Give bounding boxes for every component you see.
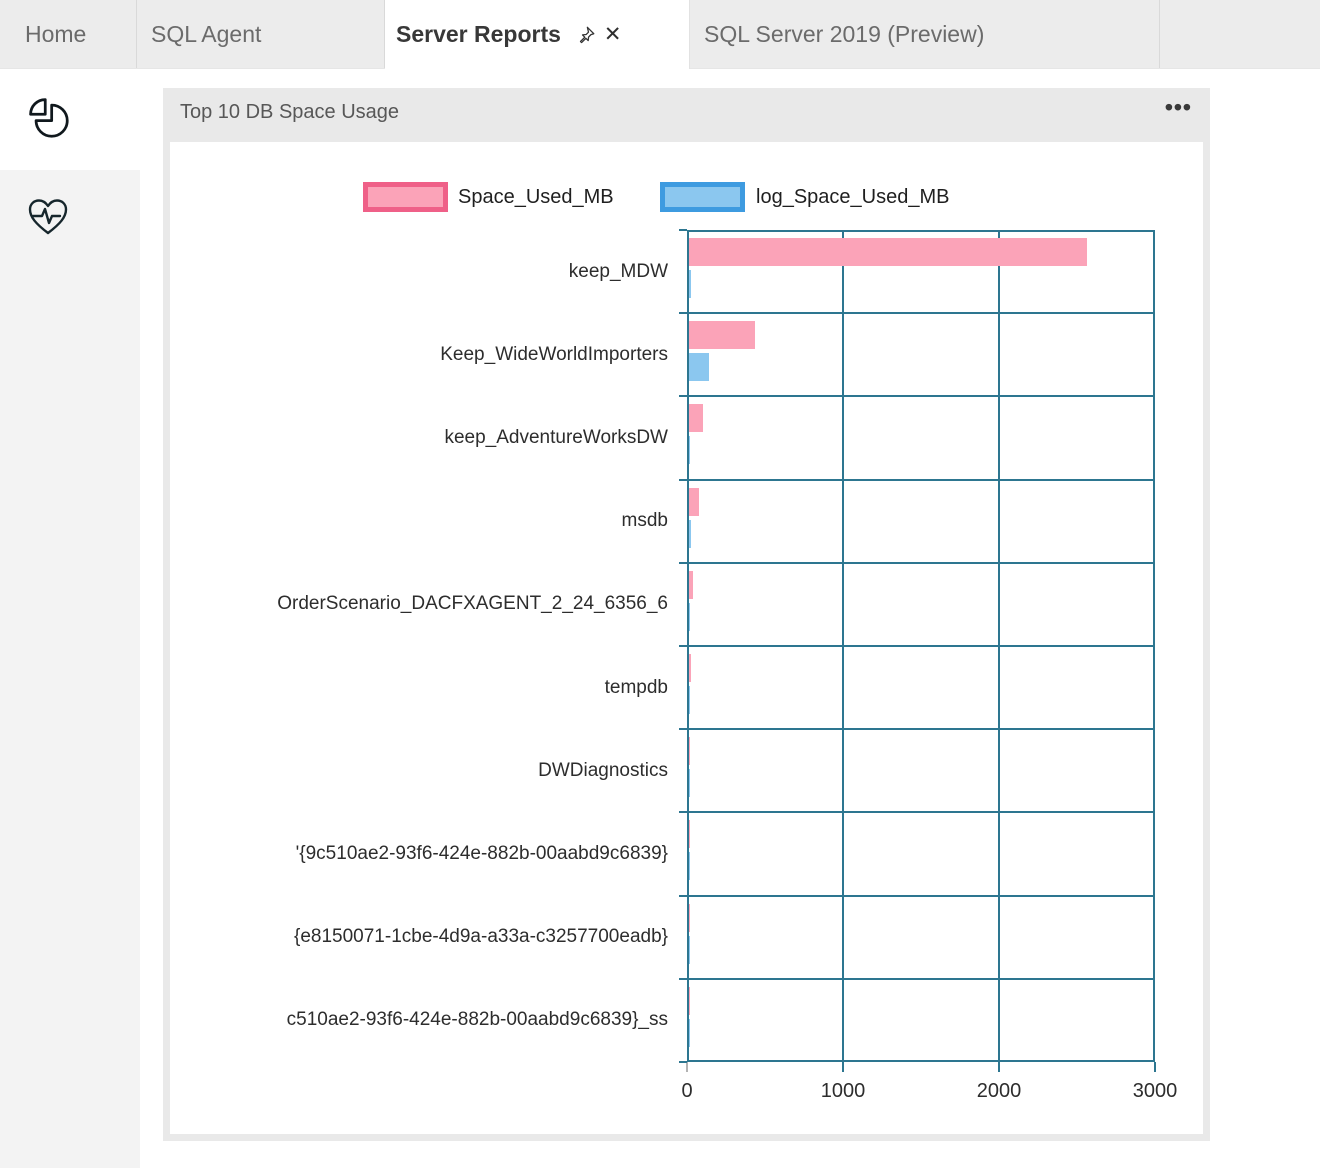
y-axis-category-label: msdb: [621, 510, 668, 532]
sidebar-item-insights[interactable]: [0, 68, 140, 170]
y-axis-category-label: keep_MDW: [568, 260, 668, 282]
editor-tab-bar: Home SQL Agent Server Reports ✕ SQL Serv…: [0, 0, 1320, 69]
pie-chart-icon: [26, 95, 70, 139]
gridline-horizontal: [687, 811, 1155, 814]
y-axis-category-label: DWDiagnostics: [538, 759, 668, 781]
y-axis-category-label: c510ae2-93f6-424e-882b-00aabd9c6839}_ss: [286, 1009, 668, 1031]
y-axis-tick: [679, 312, 687, 315]
x-axis-tick: [998, 1062, 1000, 1072]
widget-title: Top 10 DB Space Usage: [180, 101, 400, 123]
legend-swatch-space-used[interactable]: [363, 182, 448, 212]
bar-space-used[interactable]: [689, 404, 704, 433]
x-axis-tick: [686, 1062, 688, 1072]
gridline-horizontal: [687, 977, 1155, 980]
bar-log-space-used[interactable]: [689, 353, 710, 382]
legend-label-space-used: Space_Used_MB: [458, 186, 614, 208]
y-axis-tick: [679, 728, 687, 731]
pin-icon[interactable]: [575, 24, 597, 46]
bar-log-space-used[interactable]: [689, 436, 690, 465]
ellipsis-menu-icon[interactable]: •••: [1164, 94, 1192, 120]
legend-swatch-log-space-used[interactable]: [660, 182, 745, 212]
y-axis-tick: [679, 894, 687, 897]
tab-label: Home: [25, 20, 87, 47]
y-axis-category-label: {e8150071-1cbe-4d9a-a33a-c3257700eadb}: [293, 926, 668, 948]
tab-sql-agent[interactable]: SQL Agent: [137, 0, 385, 68]
bar-space-used[interactable]: [689, 737, 691, 766]
plot-border: [687, 230, 1155, 1062]
chart-area: Space_Used_MB log_Space_Used_MB keep_MDW…: [170, 142, 1203, 1134]
dashboard-sidebar: [0, 68, 140, 1168]
gridline-horizontal: [687, 645, 1155, 647]
bar-log-space-used[interactable]: [689, 270, 692, 298]
x-axis-tick-label: 1000: [820, 1080, 866, 1102]
legend-label-log-space-used: log_Space_Used_MB: [756, 186, 950, 208]
y-axis-tick: [679, 811, 687, 814]
y-axis-tick: [679, 645, 687, 647]
bar-space-used[interactable]: [689, 570, 693, 599]
bar-space-used[interactable]: [689, 321, 755, 350]
x-axis-tick-label: 0: [681, 1080, 693, 1102]
gridline-horizontal: [687, 312, 1155, 315]
gridline-horizontal: [687, 894, 1155, 897]
gridline-horizontal: [687, 728, 1155, 731]
x-axis-tick: [842, 1062, 844, 1072]
y-axis-tick: [679, 229, 687, 231]
gridline-horizontal: [687, 395, 1155, 398]
y-axis-tick: [679, 1061, 687, 1063]
y-axis-category-label: tempdb: [604, 676, 668, 698]
y-axis-tick: [679, 478, 687, 481]
x-axis-tick-label: 3000: [1132, 1080, 1178, 1102]
gridline-horizontal: [687, 478, 1155, 481]
bar-log-space-used[interactable]: [689, 602, 690, 631]
x-axis-tick-label: 2000: [976, 1080, 1022, 1102]
y-axis-tick: [679, 561, 687, 564]
tab-sql-server-2019[interactable]: SQL Server 2019 (Preview): [690, 0, 1160, 68]
close-icon[interactable]: ✕: [603, 22, 622, 46]
y-axis-category-label: keep_AdventureWorksDW: [444, 427, 668, 448]
bar-space-used[interactable]: [689, 238, 1087, 266]
tab-label: Server Reports: [396, 21, 561, 47]
y-axis-category-label: '{9c510ae2-93f6-424e-882b-00aabd9c6839}: [295, 843, 668, 864]
sidebar-item-server-health[interactable]: [0, 170, 140, 272]
x-axis-tick: [1154, 1062, 1156, 1072]
widget-header: Top 10 DB Space Usage •••: [163, 88, 1210, 142]
bar-log-space-used[interactable]: [689, 519, 692, 548]
bar-space-used[interactable]: [689, 654, 691, 682]
tab-server-reports[interactable]: Server Reports ✕: [385, 0, 690, 69]
heart-pulse-icon: [26, 197, 70, 241]
tab-label: SQL Agent: [151, 20, 262, 47]
bar-space-used[interactable]: [689, 487, 700, 516]
y-axis-tick: [679, 977, 687, 980]
gridline-horizontal: [687, 561, 1155, 564]
y-axis-tick: [679, 395, 687, 398]
y-axis-category-label: Keep_WideWorldImporters: [440, 343, 668, 365]
bar-log-space-used[interactable]: [689, 686, 690, 714]
tab-home[interactable]: Home: [0, 0, 137, 68]
y-axis-category-label: OrderScenario_DACFXAGENT_2_24_6356_6: [277, 593, 668, 615]
tab-label: SQL Server 2019 (Preview): [704, 20, 985, 47]
top10-db-space-usage-widget: Top 10 DB Space Usage ••• Space_Used_MB …: [163, 88, 1210, 1141]
